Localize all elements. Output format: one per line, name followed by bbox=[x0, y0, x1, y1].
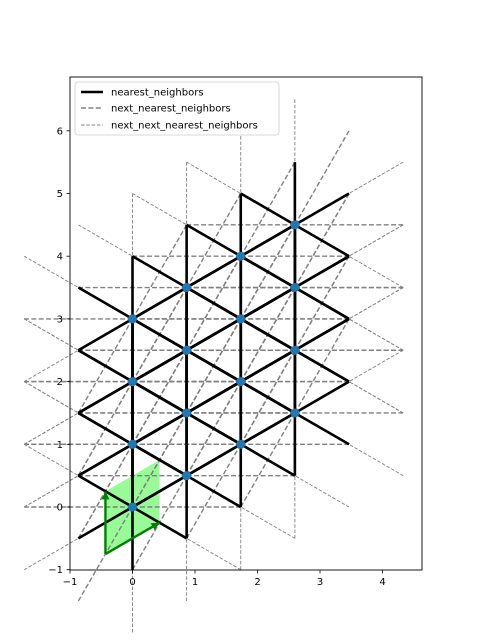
legend-label: nearest_neighbors bbox=[111, 88, 204, 99]
axes-frame bbox=[69, 76, 423, 571]
nearest-bond bbox=[131, 443, 188, 477]
nearest-bond bbox=[240, 223, 296, 258]
nearest-bond bbox=[131, 380, 188, 415]
nearest-bond bbox=[131, 255, 188, 289]
next-nearest-bond bbox=[294, 130, 350, 226]
legend-label: next_nearest_neighbors bbox=[111, 104, 231, 115]
x-tick-label: 0 bbox=[129, 577, 135, 588]
nearest-bond bbox=[77, 380, 134, 415]
lattice-site bbox=[236, 439, 246, 449]
unit-cell-arrows bbox=[101, 491, 161, 556]
nearest-bond bbox=[77, 317, 134, 352]
lattice-site bbox=[128, 439, 137, 449]
y-tick-label: 2 bbox=[57, 377, 63, 388]
y-tick-label: 0 bbox=[57, 503, 63, 514]
y-tick-label: 1 bbox=[57, 440, 63, 451]
lattice-site bbox=[236, 377, 246, 387]
nearest-bond bbox=[185, 380, 242, 415]
nearest-bond bbox=[185, 286, 242, 321]
nearest-bond bbox=[294, 411, 350, 446]
nearest-bond bbox=[240, 349, 296, 383]
legend: nearest_neighbors next_nearest_neighborsn… bbox=[74, 81, 280, 136]
nearest-bond bbox=[294, 192, 350, 226]
x-tick-label: −1 bbox=[63, 577, 78, 588]
nearest-bond bbox=[294, 380, 350, 415]
lattice-site bbox=[290, 220, 300, 230]
x-tick-label: 3 bbox=[317, 577, 323, 588]
nearest-bond bbox=[185, 317, 242, 352]
lattice-site bbox=[236, 251, 246, 261]
lattice-site bbox=[128, 314, 137, 324]
x-tick-label: 1 bbox=[192, 577, 198, 588]
nearest-bond bbox=[131, 349, 188, 383]
nearest-bond bbox=[294, 255, 350, 289]
axis-ticks: −1 0 1 2 3 4 −1 0 1 2 3 4 5 6 bbox=[48, 126, 385, 588]
lattice-site bbox=[128, 502, 137, 512]
nearest-bond bbox=[240, 317, 296, 352]
nearest-bond bbox=[185, 349, 242, 383]
lattice-site bbox=[290, 345, 300, 355]
y-tick-label: 5 bbox=[57, 189, 63, 200]
lattice-site bbox=[182, 283, 192, 293]
lattice-site bbox=[128, 377, 137, 387]
x-tick-label: 4 bbox=[379, 577, 385, 588]
nearest-bond bbox=[77, 443, 134, 477]
nearest-bond bbox=[185, 411, 242, 446]
nearest-bond bbox=[240, 443, 296, 477]
basis-vector-arrow bbox=[104, 521, 161, 556]
lattice-site bbox=[182, 345, 192, 355]
lattice-site bbox=[182, 408, 192, 418]
nearest-bond bbox=[294, 317, 350, 352]
legend-box bbox=[74, 81, 280, 136]
nearest-bond bbox=[240, 192, 296, 226]
y-tick-label: −1 bbox=[48, 565, 63, 576]
x-tick-label: 2 bbox=[254, 577, 260, 588]
y-tick-label: 4 bbox=[57, 252, 63, 263]
nearest-bond bbox=[240, 286, 296, 321]
nearest-bond bbox=[294, 286, 350, 321]
arrowhead bbox=[101, 491, 110, 500]
nearest-bond bbox=[240, 411, 296, 446]
nearest-bond bbox=[131, 411, 188, 446]
nearest-bond bbox=[185, 443, 242, 477]
lattice-site bbox=[290, 283, 300, 293]
nearest-bond bbox=[77, 349, 134, 383]
nearest-bond bbox=[131, 474, 188, 509]
nearest-bond bbox=[185, 223, 242, 258]
lattice-site bbox=[182, 471, 192, 481]
nearest-bond bbox=[294, 349, 350, 383]
nearest-bond bbox=[131, 317, 188, 352]
legend-label: next_next_nearest_neighbors bbox=[111, 121, 258, 132]
lattice-sites bbox=[128, 220, 300, 512]
lattice-site bbox=[290, 408, 300, 418]
nearest-bond bbox=[77, 286, 134, 321]
nearest-bond bbox=[77, 411, 134, 446]
y-tick-label: 6 bbox=[57, 126, 63, 137]
nearest-bond bbox=[240, 255, 296, 289]
arrowhead bbox=[150, 522, 160, 531]
nearest-bond bbox=[185, 474, 242, 509]
nearest-bond bbox=[185, 255, 242, 289]
y-tick-label: 3 bbox=[57, 314, 63, 325]
nearest-bond bbox=[131, 286, 188, 321]
nearest-bonds bbox=[77, 162, 350, 570]
lattice-site bbox=[236, 314, 246, 324]
nearest-bond bbox=[240, 380, 296, 415]
nearest-bond bbox=[294, 223, 350, 258]
